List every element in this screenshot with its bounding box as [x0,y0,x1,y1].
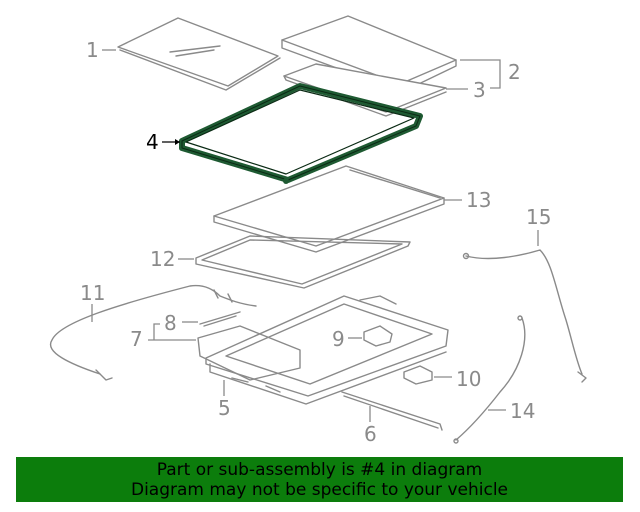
parts-diagram: 1 2 3 4 13 [49,15,587,446]
banner-line-2: Diagram may not be specific to your vehi… [130,480,508,500]
part-1-glass [117,17,281,91]
svg-text:4: 4 [146,130,159,154]
callout-14: 14 [488,399,535,423]
svg-text:13: 13 [466,188,491,212]
part-7-rail [197,325,301,381]
callout-15: 15 [526,205,551,246]
svg-text:1: 1 [86,38,99,62]
svg-text:6: 6 [364,422,377,446]
callout-7: 7 [130,323,196,351]
svg-text:5: 5 [218,396,231,420]
part-15-harness [462,249,587,383]
part-5-housing [205,295,449,405]
svg-text:12: 12 [150,247,175,271]
callout-2: 2 [460,59,521,89]
info-banner: Part or sub-assembly is #4 in diagram Di… [16,457,623,502]
svg-text:9: 9 [332,327,345,351]
part-13-sunshade [213,165,445,253]
callout-11: 11 [80,281,105,322]
callout-13: 13 [444,188,491,212]
part-9-motor [363,325,393,347]
callout-5: 5 [218,380,231,420]
callout-8: 8 [164,311,198,335]
svg-text:10: 10 [456,367,481,391]
callout-12: 12 [150,247,194,271]
svg-text:2: 2 [508,60,521,84]
svg-text:14: 14 [510,399,535,423]
svg-text:11: 11 [80,281,105,305]
part-6-trim [341,391,443,431]
callout-4: 4 [146,130,180,154]
part-8-guide [199,311,241,327]
part-10-bracket [403,365,433,385]
part-11-drain-hose [49,284,257,381]
callout-9: 9 [332,327,362,351]
banner-line-1: Part or sub-assembly is #4 in diagram [156,460,483,480]
part-4-weatherstrip [179,83,423,184]
part-14-drain-hose [453,315,526,444]
callout-1: 1 [86,38,116,62]
callout-10: 10 [434,367,481,391]
svg-text:15: 15 [526,205,551,229]
svg-text:3: 3 [473,78,486,102]
callout-6: 6 [364,406,377,446]
callout-3: 3 [446,78,486,102]
svg-text:7: 7 [130,327,143,351]
part-12-frame-seal [195,235,411,289]
svg-text:8: 8 [164,311,177,335]
